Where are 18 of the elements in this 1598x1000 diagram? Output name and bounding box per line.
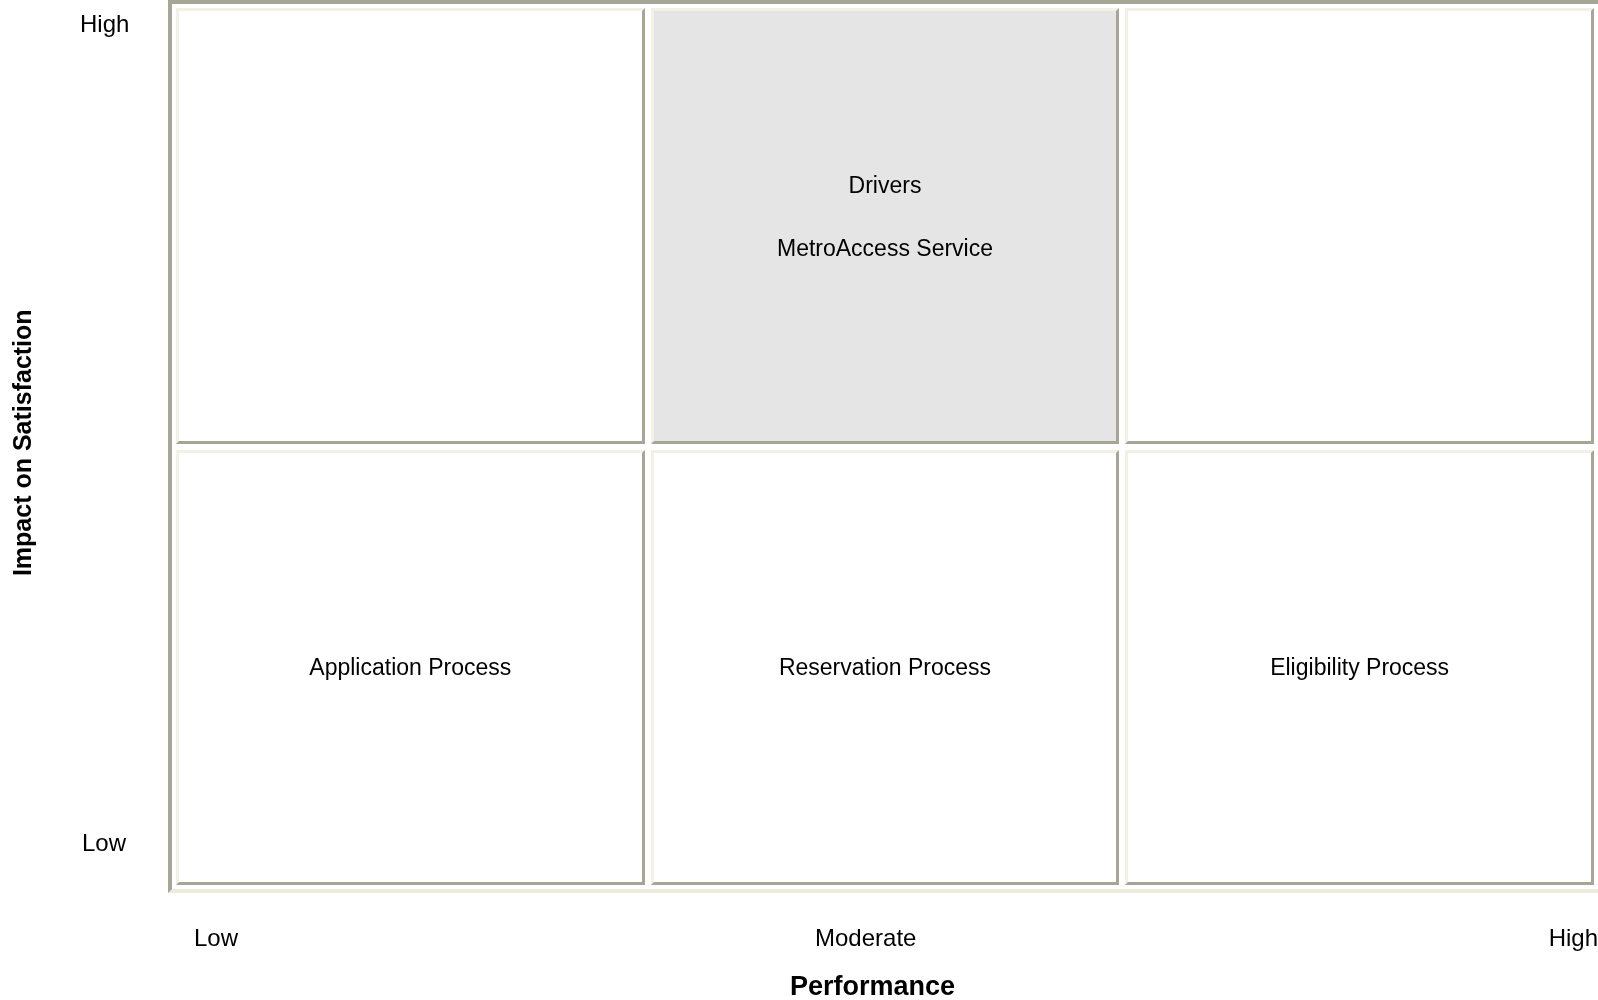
axis-tick-label: High (1548, 923, 1598, 953)
empty-quadrant-cell (176, 8, 645, 444)
cell-label: MetroAccess Service (777, 233, 993, 263)
cell-label: Reservation Process (778, 652, 992, 682)
axis-tick-label: Low (82, 828, 127, 858)
quadrant-cell (650, 8, 1120, 444)
axis-tick-label: Moderate (815, 923, 917, 953)
cell-label: Drivers (848, 171, 922, 200)
empty-quadrant-cell (1125, 8, 1594, 444)
quadrant-cell (650, 449, 1120, 885)
quadrant-cell (176, 449, 645, 885)
axis-tick-label: High (80, 9, 130, 39)
axis-title: Performance (790, 970, 956, 1000)
cell-label: Application Process (309, 652, 512, 682)
cell-label: Eligibility Process (1270, 652, 1450, 682)
axis-tick-label: Low (194, 923, 239, 953)
axis-title: Impact on Satisfaction (6, 309, 37, 577)
quadrant-cell (1125, 449, 1594, 885)
